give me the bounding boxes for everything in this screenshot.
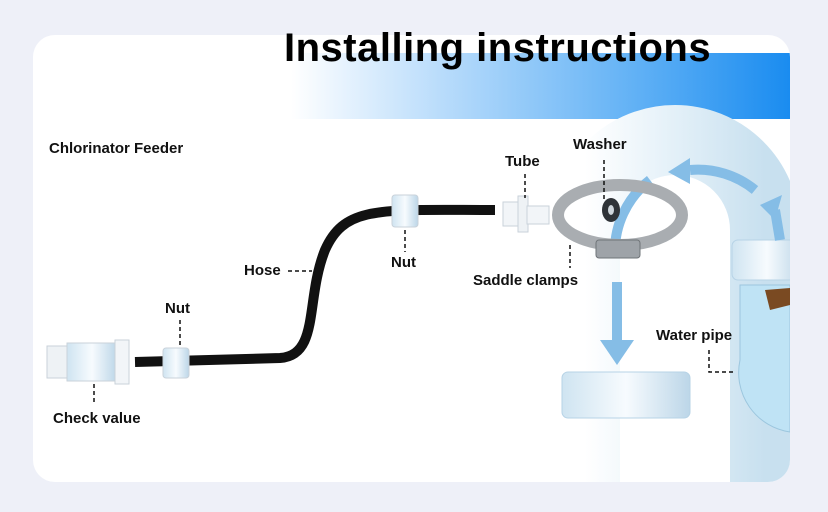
pipe-nut-lower [561,371,691,419]
label-nut-left: Nut [165,300,190,317]
check-valve [46,339,130,385]
pipe-nut-upper [731,239,790,281]
product-name: Chlorinator Feeder [49,140,184,157]
saddle-clamp [552,179,688,259]
label-tube: Tube [505,153,540,170]
label-nut-right: Nut [391,254,416,271]
title-banner [291,53,790,119]
arrow-heads [600,158,782,365]
label-saddle-clamps: Saddle clamps [473,272,579,289]
label-hose: Hose [244,262,281,279]
nut-left [162,347,190,379]
tube-fitting [502,195,550,233]
flow-arc-top [689,164,759,194]
label-water-pipe: Water pipe [656,327,733,344]
label-washer: Washer [573,136,627,153]
nut-right [391,194,419,228]
debris [765,288,790,310]
water-pipe [550,105,790,482]
label-check-valve: Check value [53,410,141,427]
hose [134,204,496,367]
leader-lines [93,160,735,404]
page-title: Installing instructions [284,26,712,70]
pipe-cutaway [738,284,790,433]
